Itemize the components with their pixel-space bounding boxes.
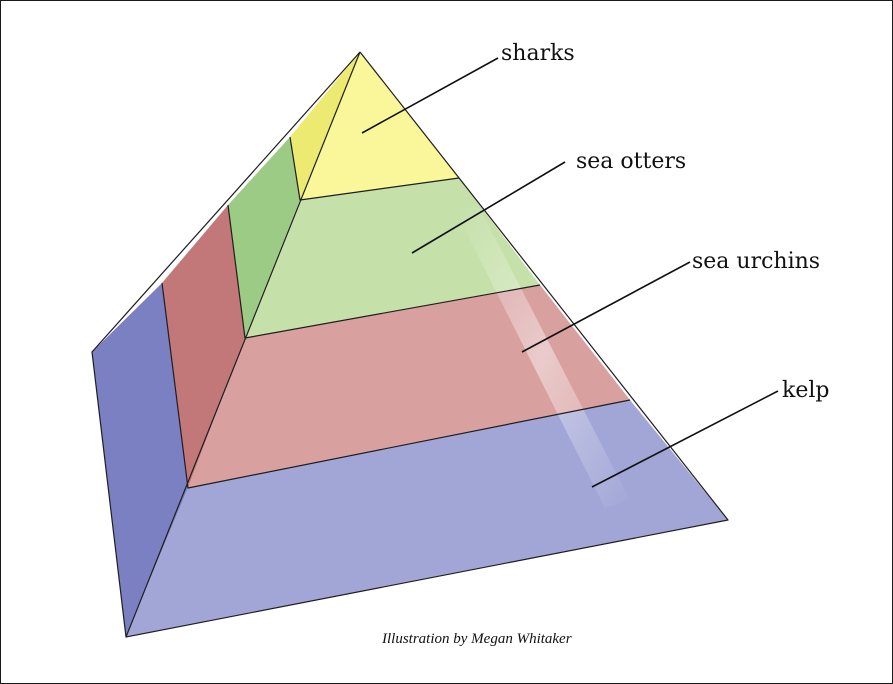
sharks-leader-line <box>361 57 499 134</box>
sharks-label: sharks <box>501 41 575 66</box>
kelp-front-face <box>126 400 728 637</box>
sea-otters-side-face <box>228 137 300 338</box>
face-highlight <box>455 205 630 508</box>
sea-urchins-side-face <box>162 205 245 488</box>
sharks-side-face <box>290 52 360 200</box>
level-labels: sharks sea otters sea urchins kelp <box>501 41 829 403</box>
pyramid-edges <box>91 51 729 638</box>
leader-lines <box>361 57 779 488</box>
sharks-front-face <box>300 52 459 200</box>
illustration-credit: Illustration by Megan Whitaker <box>381 631 572 647</box>
sea-urchins-leader-line <box>521 261 691 353</box>
sea-otters-label: sea otters <box>576 149 686 174</box>
kelp-leader-line <box>591 390 779 488</box>
sea-urchins-label: sea urchins <box>692 249 820 274</box>
kelp-label: kelp <box>782 378 829 403</box>
sea-otters-leader-line <box>411 161 566 254</box>
